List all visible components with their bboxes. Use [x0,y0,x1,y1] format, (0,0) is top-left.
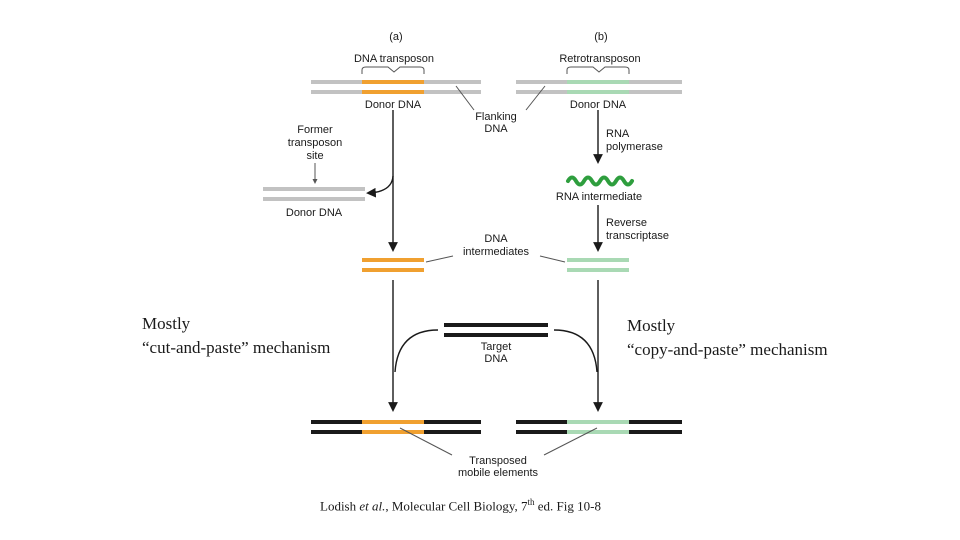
arrow-former-site [366,175,394,198]
note-copy-and-paste: Mostly “copy-and-paste” mechanism [627,314,828,362]
rna-intermediate-wave [566,175,634,187]
rna-polymerase-label-1: RNA [606,128,630,140]
transposed-pointer-right [543,427,598,456]
donor-dna-after-label: Donor DNA [286,207,343,219]
former-site-label-1: Former [297,124,333,136]
dna-intermediates-label-1: DNA [484,233,508,245]
dna-transposon-bracket [361,66,425,74]
donor-dna-b [516,80,682,94]
citation-italic: et al. [359,498,386,514]
target-curve-right [553,329,598,373]
transposed-product-a [311,420,481,434]
donor-dna-b-label: Donor DNA [570,99,627,111]
rna-intermediate-label: RNA intermediate [556,191,642,203]
flanking-label-1: Flanking [475,111,517,123]
transposed-label-1: Transposed [469,455,527,467]
reverse-transcriptase-label-2: transcriptase [606,230,669,242]
intermediates-pointer-right [539,255,566,263]
transposed-product-b [516,420,682,434]
note-right-line-2: “copy-and-paste” mechanism [627,340,828,359]
target-dna-label-2: DNA [484,353,508,365]
citation: Lodish et al., Molecular Cell Biology, 7… [320,497,601,514]
note-left-line-2: “cut-and-paste” mechanism [142,338,331,357]
flanking-label-2: DNA [484,123,508,135]
citation-prefix: Lodish [320,498,360,514]
target-dna-label-1: Target [481,341,512,353]
reverse-transcriptase-label-1: Reverse [606,217,647,229]
flanking-pointer-left [455,85,475,111]
dna-transposon-title: DNA transposon [354,53,434,65]
intermediates-pointer-left [425,255,454,263]
note-right-line-1: Mostly [627,316,676,335]
transposed-pointer-left [399,427,453,456]
target-curve-left [394,329,439,373]
donor-dna-a [311,80,481,94]
citation-sup: th [527,497,535,507]
note-cut-and-paste: Mostly “cut-and-paste” mechanism [142,312,330,360]
rna-polymerase-label-2: polymerase [606,141,663,153]
transposed-label-2: mobile elements [458,467,539,479]
dna-intermediate-a [362,258,424,272]
citation-suffix: ed. Fig 10-8 [534,498,601,514]
former-site-label-2: transposon [288,137,342,149]
target-dna [444,323,548,337]
panel-a-label: (a) [389,31,402,43]
citation-middle: , Molecular Cell Biology, 7 [385,498,528,514]
dna-intermediate-b [567,258,629,272]
dna-intermediates-label-2: intermediates [463,246,530,258]
note-left-line-1: Mostly [142,314,191,333]
former-site-label-3: site [306,150,323,162]
donor-dna-a-label: Donor DNA [365,99,422,111]
flanking-pointer-right [525,85,546,111]
donor-dna-after [263,187,365,201]
retrotransposon-bracket [566,66,630,74]
panel-b-label: (b) [594,31,607,43]
retrotransposon-title: Retrotransposon [559,53,640,65]
